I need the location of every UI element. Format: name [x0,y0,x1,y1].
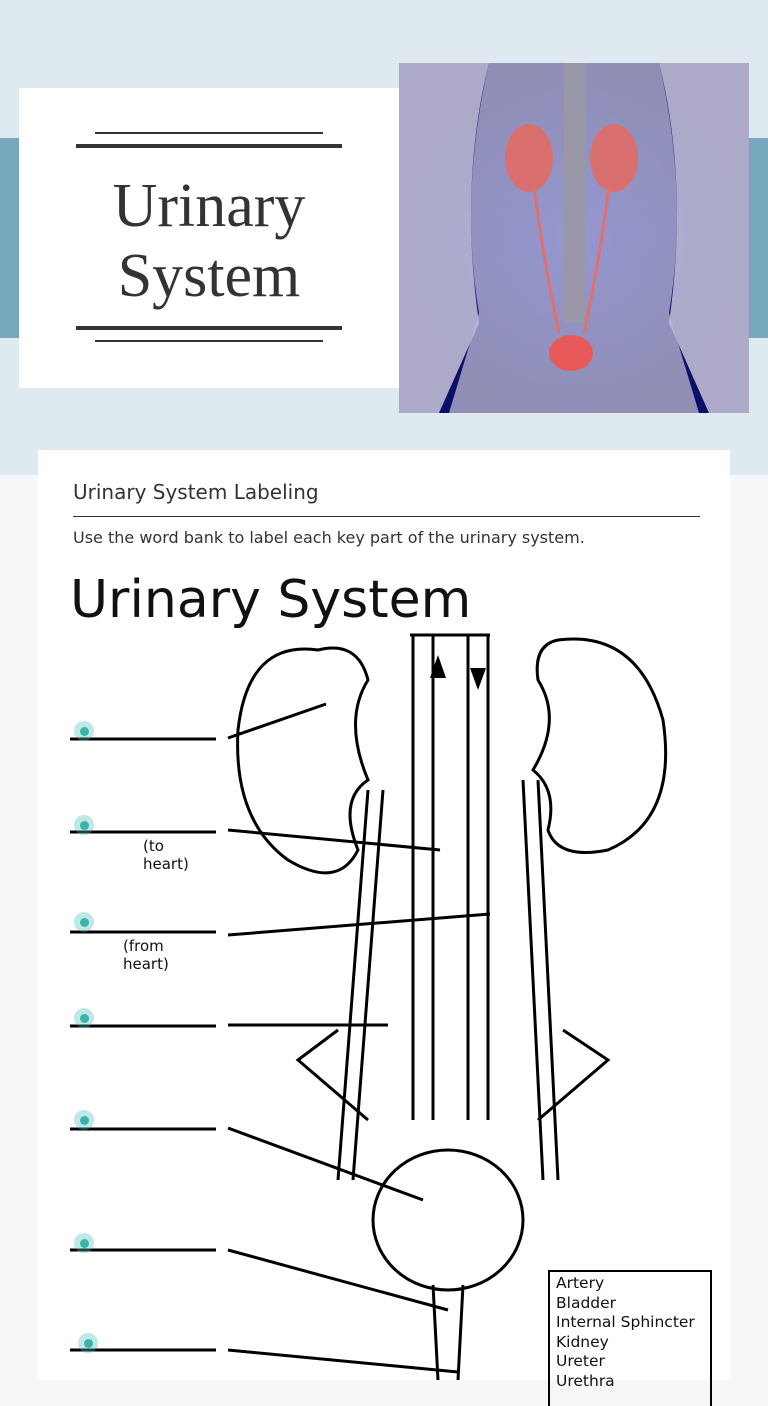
diagram-drawing [70,633,668,1380]
label-hotspot-3[interactable] [74,912,94,932]
sublabel-from-heart: (from heart) [123,937,169,973]
label-hotspot-2[interactable] [74,815,94,835]
section-heading: Urinary System Labeling [73,480,319,504]
word-bank-item: Kidney [556,1332,609,1351]
divider [95,132,323,134]
urinary-system-photo [399,63,749,413]
word-bank-item: Internal Sphincter [556,1313,695,1331]
worksheet-card: Urinary System Labeling Use the word ban… [38,450,730,1406]
label-hotspot-4[interactable] [74,1008,94,1028]
label-hotspot-6[interactable] [74,1233,94,1253]
divider [95,340,323,342]
instructions: Use the word bank to label each key part… [73,528,585,547]
word-bank-item: Urethra [556,1371,615,1390]
title-line: System [117,242,301,310]
word-bank: Artery Bladder Internal Sphincter Kidney… [548,1270,712,1406]
label-hotspot-7[interactable] [78,1333,98,1353]
diagram-title: Urinary System [70,570,472,630]
divider [76,326,342,330]
label-hotspot-1[interactable] [74,721,94,741]
title-line: Urinary [112,172,306,240]
divider [76,144,342,148]
word-bank-item: Bladder [556,1293,617,1312]
word-bank-item: Ureter [556,1352,605,1370]
sublabel-to-heart: (to heart) [143,837,189,873]
word-bank-item: Artery [556,1274,605,1292]
label-hotspot-5[interactable] [74,1110,94,1130]
divider [73,516,700,517]
